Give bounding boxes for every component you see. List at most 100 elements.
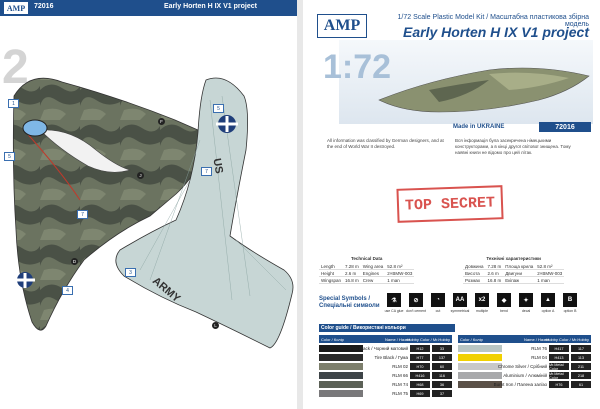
hobby-code: H77 [410,354,430,361]
symbol-caption: symmetrical [450,309,470,313]
hobby-code: H413 [549,354,569,361]
box-art [339,40,593,124]
color-swatch [319,363,363,370]
amp-logo: AMP [4,2,28,14]
color-name: RLM 66 [392,373,408,378]
symbol-icon: ▲ [541,293,555,307]
symbol-icon: x2 [475,293,489,307]
color-name: RLM 75 [392,391,408,396]
mr-hobby-code: 37 [432,390,452,397]
mr-hobby-code: 60 [432,363,452,370]
symbol-caption: option B [563,309,577,313]
hobby-code: H12 [410,345,430,352]
symbol-caption: decal [521,309,531,313]
color-name: RLM 04 [531,355,547,360]
color-name: Chrome Silver / Срібний [497,364,547,369]
label-l: L [212,322,219,329]
mr-hobby-code: 137 [432,354,452,361]
symbol-icon: ⊘ [409,293,423,307]
symbol-caption: cut [435,309,441,313]
color-name: Tire Black / Гума [374,355,408,360]
color-name: Flat Black / Чорний матовий [350,346,408,351]
color-name: RLM 02 [392,364,408,369]
wing-insignia-text: US [210,157,225,175]
symbol-caption: multiple [475,309,489,313]
kit-scale-line: 1/72 Scale Plastic Model Kit / Масштабна… [397,14,590,28]
hobby-code: H417 [549,345,569,352]
canopy [22,119,48,137]
made-in: Made in UKRAINE [453,124,505,130]
page-title: Early Horten H IX V1 project [164,3,257,10]
callout-5: 5 [213,104,224,113]
bottom-view-wing [115,77,294,349]
symbol-icon: ⚗ [387,293,401,307]
callout-3: 3 [125,268,136,277]
symbol-icon: AA [453,293,467,307]
color-name: Aluminium / Алюміній [503,373,547,378]
amp-logo-large: AMP [317,14,367,38]
symbol-icon: ✦ [519,293,533,307]
callout-4: 4 [62,286,73,295]
top-secret-stamp: TOP SECRET [396,185,504,223]
info-english: All information was classified by German… [327,138,444,149]
color-swatch [319,345,363,352]
symbol-caption: don't cement [406,309,426,313]
color-swatch [458,354,502,361]
left-page: AMP 72016 Early Horten H IX V1 project 2… [0,0,297,409]
symbol-caption: bend [500,309,508,313]
symbol-caption: option A [541,309,555,313]
mr-hobby-code: 218 [571,372,591,379]
page-gutter [297,0,303,409]
color-swatch [458,345,502,352]
color-swatch [319,354,363,361]
mr-hobby-code: 33 [432,345,452,352]
kit-number-badge: 72016 [539,122,591,132]
left-header: AMP 72016 Early Horten H IX V1 project [0,0,297,16]
color-swatch [319,372,363,379]
mr-hobby-code: 61 [571,381,591,388]
hobby-code: H76 [549,381,569,388]
callout-7: 7 [201,167,212,176]
hobby-code: H70 [410,363,430,370]
hobby-code: Mr.Metal Color [549,372,569,380]
hobby-code: H68 [410,381,430,388]
symbol-icon: B [563,293,577,307]
info-ukrainian: Вся інформація була засекречена німецьки… [455,138,571,155]
symbol-caption: use CA glue [384,309,404,313]
callout-5b: 5 [4,152,15,161]
color-name: RLM 76 [531,346,547,351]
color-swatch [458,372,502,379]
color-swatch [319,381,363,388]
color-swatch [319,390,363,397]
aircraft-drawing [12,77,294,349]
color-swatch [458,363,502,370]
kit-name: Early Horten H IX V1 project [403,24,589,40]
mr-hobby-code: 117 [571,345,591,352]
symbol-icon: ◔ [431,293,445,307]
color-name: Burnt Iron / Палена залізо [493,382,547,387]
color-swatch [458,381,502,388]
scale-watermark: 1:72 [323,48,392,86]
mr-hobby-code: 113 [571,354,591,361]
box-art-aircraft [378,67,590,113]
symbol-icon: ◆ [497,293,511,307]
mr-hobby-code: 116 [432,372,452,379]
mr-hobby-code: 211 [571,363,591,370]
